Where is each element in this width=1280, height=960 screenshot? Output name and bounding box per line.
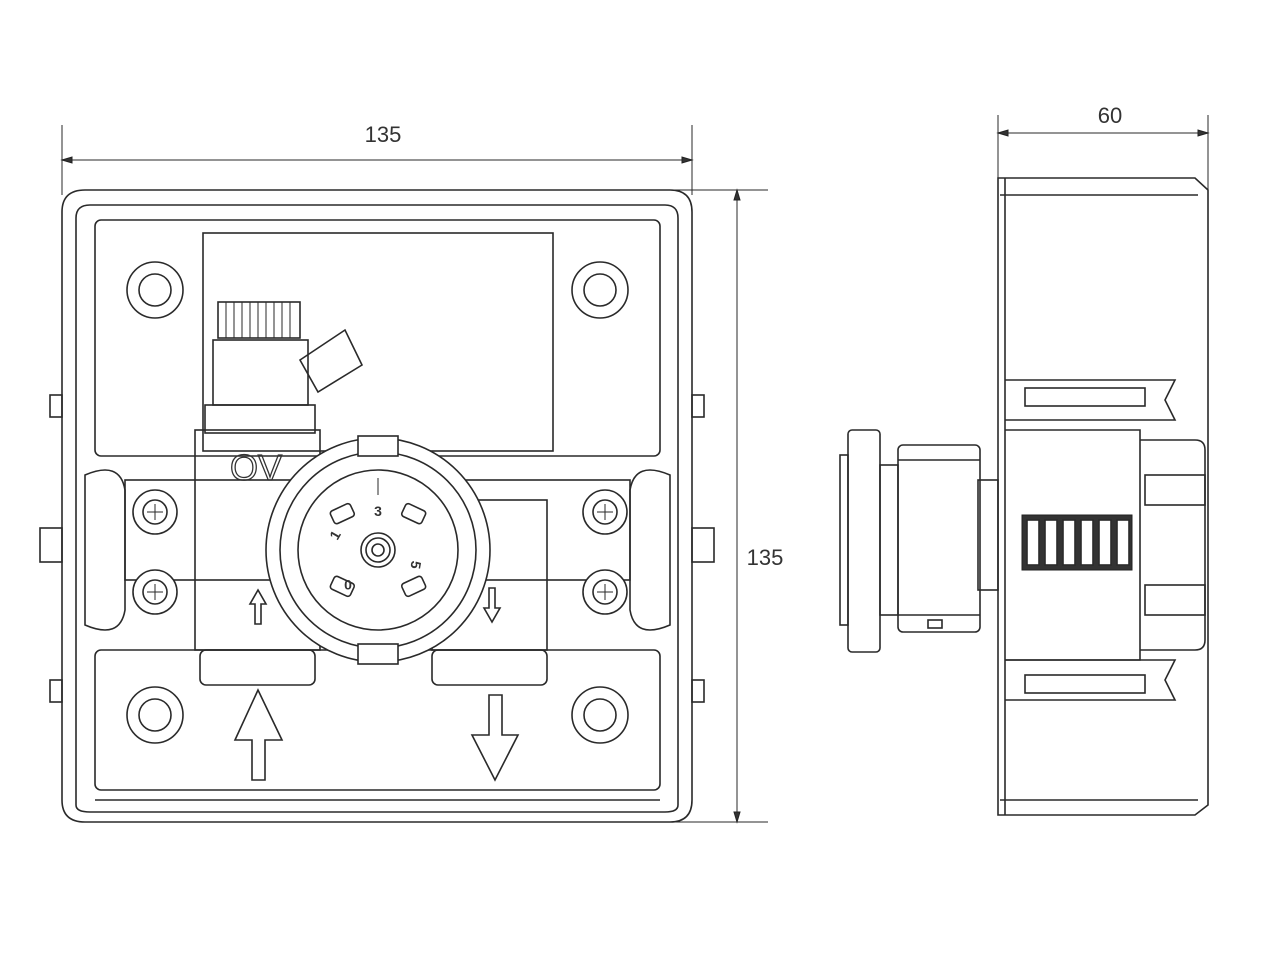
depth-dimension-label: 60 (1098, 103, 1122, 128)
small-up-arrow (248, 588, 268, 625)
flow-in-arrow (233, 688, 284, 781)
flow-out-arrow (470, 694, 520, 782)
mounting-hole (126, 686, 184, 744)
dial-label-5: 5 (407, 560, 424, 571)
mounting-hole (571, 686, 629, 744)
dial-label-0: 0 (344, 577, 352, 593)
front-view: OV 3 1 0 (39, 189, 715, 823)
mounting-hole (126, 261, 184, 319)
knurled-cap (217, 301, 301, 339)
vent-nozzle (298, 328, 364, 394)
screw (132, 569, 178, 615)
screw (582, 569, 628, 615)
small-down-arrow (482, 587, 502, 624)
mounting-hole (571, 261, 629, 319)
screw (132, 489, 178, 535)
screw (582, 489, 628, 535)
width-dimension: 135 (60, 122, 694, 195)
height-dimension-label: 135 (747, 545, 784, 570)
height-dimension: 135 (670, 188, 784, 824)
depth-dimension: 60 (996, 103, 1210, 190)
dial-label-3: 3 (374, 503, 382, 519)
width-dimension-label: 135 (365, 122, 402, 147)
valve-marking: OV (230, 447, 282, 488)
side-view (839, 177, 1209, 816)
setting-dial[interactable]: 3 1 0 5 (265, 435, 491, 665)
vent-slots (1021, 514, 1133, 571)
